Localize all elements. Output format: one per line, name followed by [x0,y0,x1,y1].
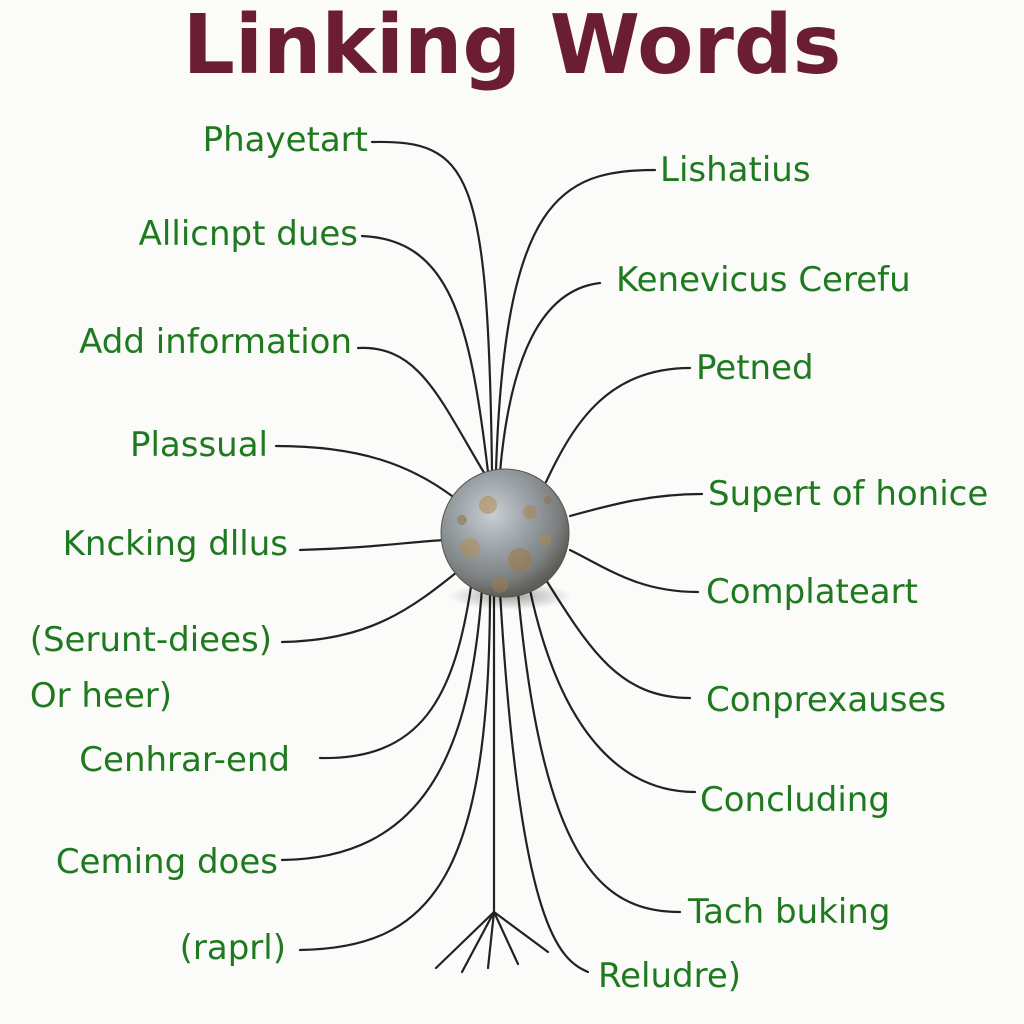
right-label-9: Reludre) [598,956,742,996]
root-strand-6 [492,910,550,954]
right-label-7: Concluding [700,780,890,820]
connector-left-8 [280,586,484,862]
connector-left-5 [298,538,446,552]
left-label-5: Kncking dllus [62,524,288,564]
right-label-4: Supert of honice [708,474,989,514]
connector-right-2 [498,281,602,474]
connector-right-1 [494,168,657,472]
connector-left-9 [298,588,492,952]
connector-left-1 [370,140,494,472]
right-label-1: Lishatius [660,150,811,190]
left-label-10: (raprl) [179,928,286,968]
left-label-6: (Serunt-diees) [29,620,272,660]
left-label-3: Add information [79,322,352,362]
connector-right-6 [544,578,692,700]
diagram-title: Linking Words [182,0,842,93]
connector-left-6 [280,566,464,644]
sphere-texture [457,496,552,593]
connector-left-2 [360,234,490,474]
connector-left-7 [318,578,474,760]
root-strand-3 [460,910,496,974]
connector-right-7 [528,588,697,794]
left-label-2: Allicnpt dues [138,214,358,254]
connector-right-9 [498,590,590,974]
right-label-5: Complateart [706,572,918,612]
right-label-8: Tach buking [688,892,891,932]
connector-left-4 [274,444,454,498]
connector-right-4 [568,492,704,518]
connector-left-3 [356,346,488,478]
root-strand-5 [492,910,520,966]
root-strand-4 [486,910,496,970]
left-label-7: Or heer) [29,676,172,716]
right-label-3: Petned [696,348,814,388]
left-label-9: Ceming does [55,842,278,882]
connector-right-5 [568,548,700,594]
central-sphere [440,468,570,598]
right-label-2: Kenevicus Cerefu [616,260,911,300]
connector-right-8 [514,568,682,914]
left-label-1: Phayetart [202,120,368,160]
root-strand-2 [434,910,496,970]
connector-right-3 [544,366,692,484]
left-label-8: Cenhrar-end [79,740,290,780]
right-label-6: Conprexauses [706,680,947,720]
left-label-4: Plassual [129,425,268,465]
